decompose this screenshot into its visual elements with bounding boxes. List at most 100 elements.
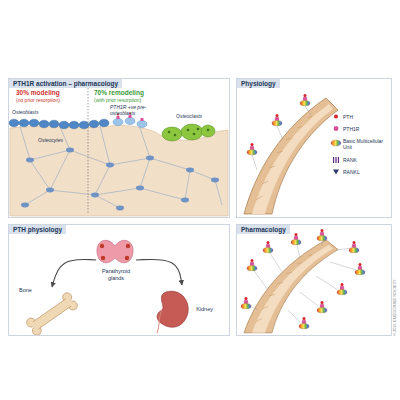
bone-physiology [252,106,311,170]
parathyroid-gland [97,240,133,262]
legend-text: PTH [343,114,353,120]
parathyroid-gland [101,256,105,260]
pre-osteoblast-cells [137,120,147,127]
osteocyte-network [106,163,114,168]
osteoblast-cells [59,121,69,129]
note-label: (with prior resorption) [94,97,141,103]
gland-illustration: Parathyroid glands [96,239,136,281]
bone-pharmacology [355,263,365,275]
bone-illustration: Bone [19,287,85,333]
bone-pharmacology [317,229,327,241]
kidney-illustration: Kidney [151,285,213,333]
kidney-drawing [157,291,188,333]
figure-panel: Physiology [236,78,392,218]
osteoclast-cells [193,133,196,136]
bone-physiology [247,143,257,155]
long-bone [38,306,71,329]
parathyroid-gland [97,240,133,262]
legend-symbols [333,157,334,163]
cell-label: PTH1R +ve pre-osteoblasts [110,104,158,116]
note-label: (no prior resorption) [16,97,60,103]
flow-arrow [136,259,182,285]
osteocyte-network [181,198,189,203]
bone-physiology [244,94,338,214]
osteoblast-cells [29,119,39,127]
osteoblast-cells [69,121,79,129]
bone-physiology [272,114,282,126]
bone-physiology [244,98,338,214]
legend-symbols [331,115,341,175]
osteocyte-network [26,158,34,163]
osteocyte-network [186,168,194,173]
osteoblast-cells [49,120,59,128]
legend-symbols [334,127,338,131]
divider-line [88,88,89,214]
parathyroid-gland [100,244,104,248]
flow-arrow [52,259,96,287]
bone-physiology [300,94,310,106]
long-bone [31,297,74,331]
bone-pharmacology [299,317,309,329]
legend-entry: RANK [343,157,391,163]
osteocyte-network [116,206,124,211]
legend-entry: Basic Multicellular Unit [343,138,391,150]
pre-osteoblast-cells [113,118,123,125]
panel-heading: PTH1R activation – pharmacology [9,79,122,88]
osteoblast-cells [39,120,49,128]
legend-symbols [333,170,339,175]
osteocyte-network [136,186,144,191]
osteoblast-cells [9,119,109,129]
bone-pharmacology [291,233,301,245]
bone-pharmacology [349,241,359,253]
pre-osteoblast-cells [125,117,135,124]
cell-label: Osteoblasts [12,109,38,115]
cell-label: Osteoclasts [176,113,202,119]
organ-label: Parathyroid glands [96,268,136,281]
parathyroid-gland [126,244,130,248]
cell-label: Osteocytes [38,137,63,143]
long-bone [25,291,79,337]
bone-pharmacology [247,259,257,271]
percentage-label: 70% remodeling [94,89,144,97]
bone-pharmacology [248,236,356,322]
legend-symbols [331,140,341,146]
legend-symbols [338,157,339,163]
osteoblast-cells [99,119,109,127]
osteoblast-cells [89,120,99,128]
figure-panel: Pharmacology [236,224,392,336]
kidney-drawing [157,291,188,327]
percentage-label: 30% modeling [16,89,60,97]
bone-pharmacology [244,240,338,333]
bone-pharmacology [263,241,273,253]
bone-pharmacology [241,297,251,309]
legend-symbols [334,115,338,119]
osteoclast-cells [162,124,215,141]
osteoclast-cells [187,129,190,132]
organ-label: Kidney [196,306,213,313]
legend-text: RANK [343,157,357,163]
organ-label: Bone [19,287,32,294]
osteoclast-cells [162,127,182,141]
bone-pharmacology [244,240,338,333]
osteocyte-network [46,188,54,193]
legend-text: Basic Multicellular Unit [343,138,383,150]
kidney-drawing [157,310,162,333]
legend-symbols [335,157,336,163]
bone-pharmacology [241,229,365,333]
osteoblast-cells [9,119,19,127]
parathyroid-gland [125,256,129,260]
osteocyte-network [91,193,99,198]
long-bone [33,299,66,322]
panel-heading: Physiology [237,79,280,88]
osteoclast-cells [207,129,210,132]
osteocyte-network [211,178,219,183]
osteoclast-cells [168,131,171,134]
panel-heading: PTH physiology [9,225,66,234]
panel-heading: Pharmacology [237,225,290,234]
bone-pharmacology [317,301,327,313]
copyright-notice: © 2021 ENDOCRINE SOCIETY [393,279,397,336]
osteocyte-network [146,156,154,161]
bone-pharmacology [337,283,347,295]
